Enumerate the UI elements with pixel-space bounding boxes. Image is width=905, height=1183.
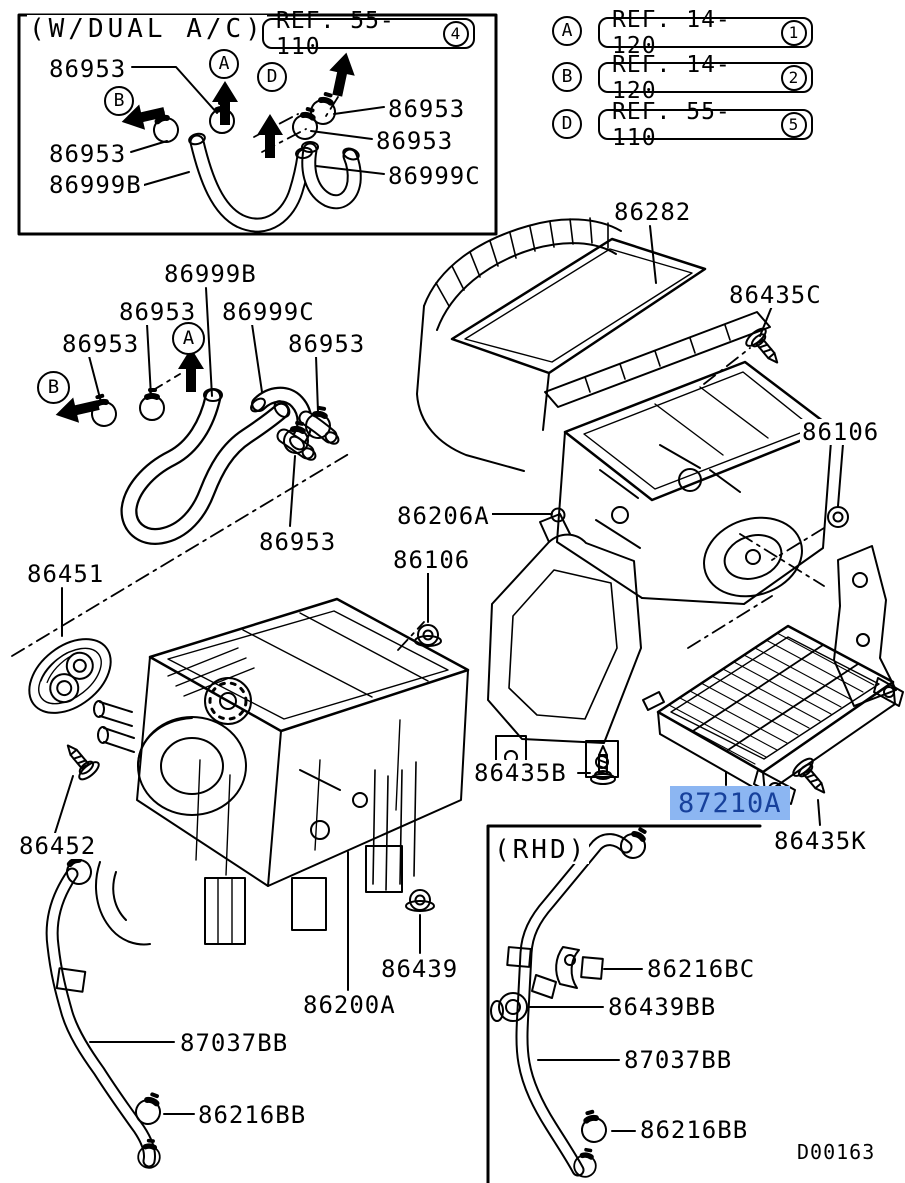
ref-text: REF. 55-110 xyxy=(612,98,731,151)
part-label-86439[interactable]: 86439 xyxy=(379,955,461,983)
ref-letter-a: A xyxy=(552,16,582,46)
heater-unit-art xyxy=(93,597,470,946)
callout-b: B xyxy=(37,371,70,404)
part-label-86435c[interactable]: 86435C xyxy=(727,281,824,309)
part-label-86200a[interactable]: 86200A xyxy=(301,991,398,1019)
part-label-86451[interactable]: 86451 xyxy=(25,560,107,588)
construction-lines xyxy=(11,96,825,657)
part-label-86439bb[interactable]: 86439BB xyxy=(606,993,719,1021)
hose-group-art xyxy=(51,347,340,545)
panel-dual-ac-title: (W/DUAL A/C) xyxy=(27,14,267,44)
callout-a: A xyxy=(172,322,205,355)
part-label-86106[interactable]: 86106 xyxy=(800,418,882,446)
ref-link-55-110-5[interactable]: REF. 55-110 5 xyxy=(598,99,813,151)
ref-text: REF. 14-120 xyxy=(612,6,731,59)
part-label-86216bb[interactable]: 86216BB xyxy=(196,1101,309,1129)
part-label-86999c[interactable]: 86999C xyxy=(386,162,483,190)
panel-rhd-title: (RHD) xyxy=(492,835,590,865)
callout-d: D xyxy=(257,62,287,92)
part-label-86435b[interactable]: 86435B xyxy=(472,759,569,787)
part-label-86216bb[interactable]: 86216BB xyxy=(638,1116,751,1144)
ref-number-badge: 4 xyxy=(443,20,469,47)
part-label-86206a[interactable]: 86206A xyxy=(395,502,492,530)
part-label-86953[interactable]: 86953 xyxy=(47,140,129,168)
part-label-86953[interactable]: 86953 xyxy=(286,330,368,358)
intake-cover-art xyxy=(416,217,771,472)
part-label-86999c[interactable]: 86999C xyxy=(220,298,317,326)
ref-letter-d: D xyxy=(552,109,582,139)
part-label-86953[interactable]: 86953 xyxy=(386,95,468,123)
heater-upper-body-art xyxy=(556,360,897,707)
ref-link-14-120-1[interactable]: REF. 14-120 1 xyxy=(598,7,813,59)
part-label-86953[interactable]: 86953 xyxy=(374,127,456,155)
ref-link-14-120-2[interactable]: REF. 14-120 2 xyxy=(598,52,813,104)
part-label-87037bb[interactable]: 87037BB xyxy=(178,1029,291,1057)
callout-b: B xyxy=(104,86,134,116)
part-label-86282[interactable]: 86282 xyxy=(612,198,694,226)
part-label-86999b[interactable]: 86999B xyxy=(162,260,259,288)
part-label-86216bc[interactable]: 86216BC xyxy=(645,955,758,983)
filter-tray-art xyxy=(642,624,904,805)
dual-ac-hoses-art xyxy=(117,48,362,233)
part-label-87037bb[interactable]: 87037BB xyxy=(622,1046,735,1074)
diagram-code: D00163 xyxy=(797,1140,876,1164)
part-label-86452[interactable]: 86452 xyxy=(17,832,99,860)
part-label-86953[interactable]: 86953 xyxy=(47,55,129,83)
part-label-86953[interactable]: 86953 xyxy=(257,528,339,556)
ref-link-55-110-4[interactable]: REF. 55-110 4 xyxy=(262,8,475,60)
callout-a: A xyxy=(209,49,239,79)
ref-number-badge: 2 xyxy=(781,64,807,91)
hardware-art xyxy=(28,324,849,912)
part-label-86953[interactable]: 86953 xyxy=(60,330,142,358)
ref-letter-b: B xyxy=(552,62,582,92)
ref-number-badge: 5 xyxy=(781,111,807,138)
part-label-86435k[interactable]: 86435K xyxy=(772,827,869,855)
part-label-86953[interactable]: 86953 xyxy=(117,298,199,326)
ref-number-badge: 1 xyxy=(781,19,807,46)
rhd-hose-art xyxy=(490,824,652,1178)
bracket-frame-art xyxy=(487,513,642,778)
part-label-87210a-selected[interactable]: 87210A xyxy=(670,786,790,820)
part-label-86106[interactable]: 86106 xyxy=(391,546,473,574)
ref-text: REF. 55-110 xyxy=(276,7,395,60)
leader-lines xyxy=(54,66,844,1132)
drain-hose-left-art xyxy=(45,851,165,1169)
ref-text: REF. 14-120 xyxy=(612,51,731,104)
part-label-86999b[interactable]: 86999B xyxy=(47,171,144,199)
